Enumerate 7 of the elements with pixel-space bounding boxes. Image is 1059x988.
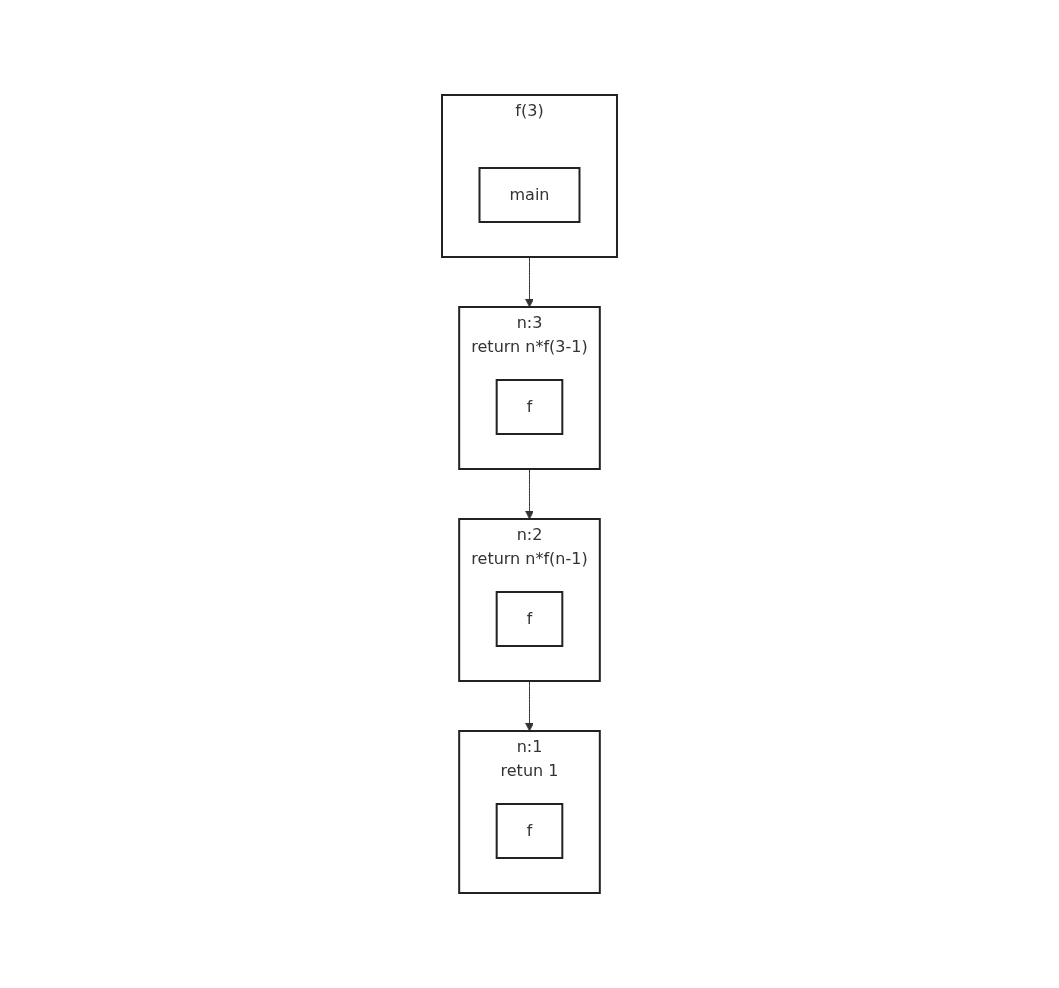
arrow — [525, 256, 534, 308]
node-box: f — [495, 803, 564, 859]
arrow — [525, 468, 534, 520]
node-box: f — [495, 591, 564, 647]
node-box: main — [478, 167, 581, 223]
arrow — [525, 680, 534, 732]
node-box: f — [495, 379, 564, 435]
